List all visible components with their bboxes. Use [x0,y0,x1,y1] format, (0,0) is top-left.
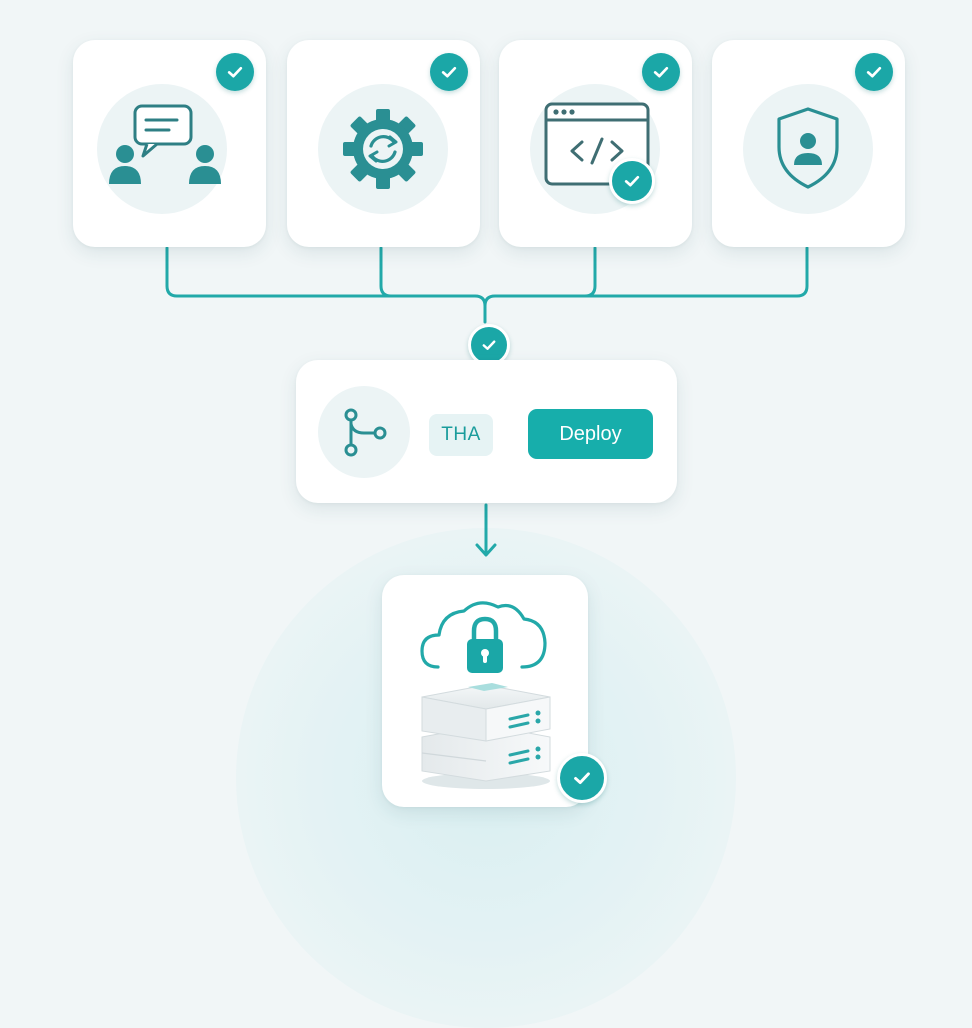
server-check-badge [557,753,607,803]
check-icon [653,66,669,78]
stage-check-badge [642,53,680,91]
pipeline-card: THA Deploy [296,360,677,503]
stage-check-badge [855,53,893,91]
stage-card-automation[interactable] [287,40,480,247]
gear-sync-icon [343,109,423,189]
stage-card-code[interactable] [499,40,692,247]
branch-icon [344,408,387,457]
stage-check-badge [430,53,468,91]
cloud-lock-server-icon [420,601,551,789]
target-server-card[interactable] [382,575,588,807]
shield-user-icon [777,107,839,189]
check-icon [482,340,496,350]
icon-disc [318,84,448,214]
code-check-badge [609,158,655,204]
stage-check-badge [216,53,254,91]
deploy-button[interactable]: Deploy [528,409,653,459]
stage-card-security[interactable] [712,40,905,247]
check-icon [441,66,457,78]
chat-users-icon [109,104,221,184]
icon-disc [743,84,873,214]
check-icon [227,66,243,78]
branch-tag: THA [429,414,493,456]
branch-disc [318,386,410,478]
check-icon [624,175,640,187]
check-icon [866,66,882,78]
icon-disc [97,84,227,214]
check-icon [574,772,590,785]
connector-lines [165,246,809,557]
stage-card-collaboration[interactable] [73,40,266,247]
pipeline-diagram: THA Deploy [73,40,905,1028]
